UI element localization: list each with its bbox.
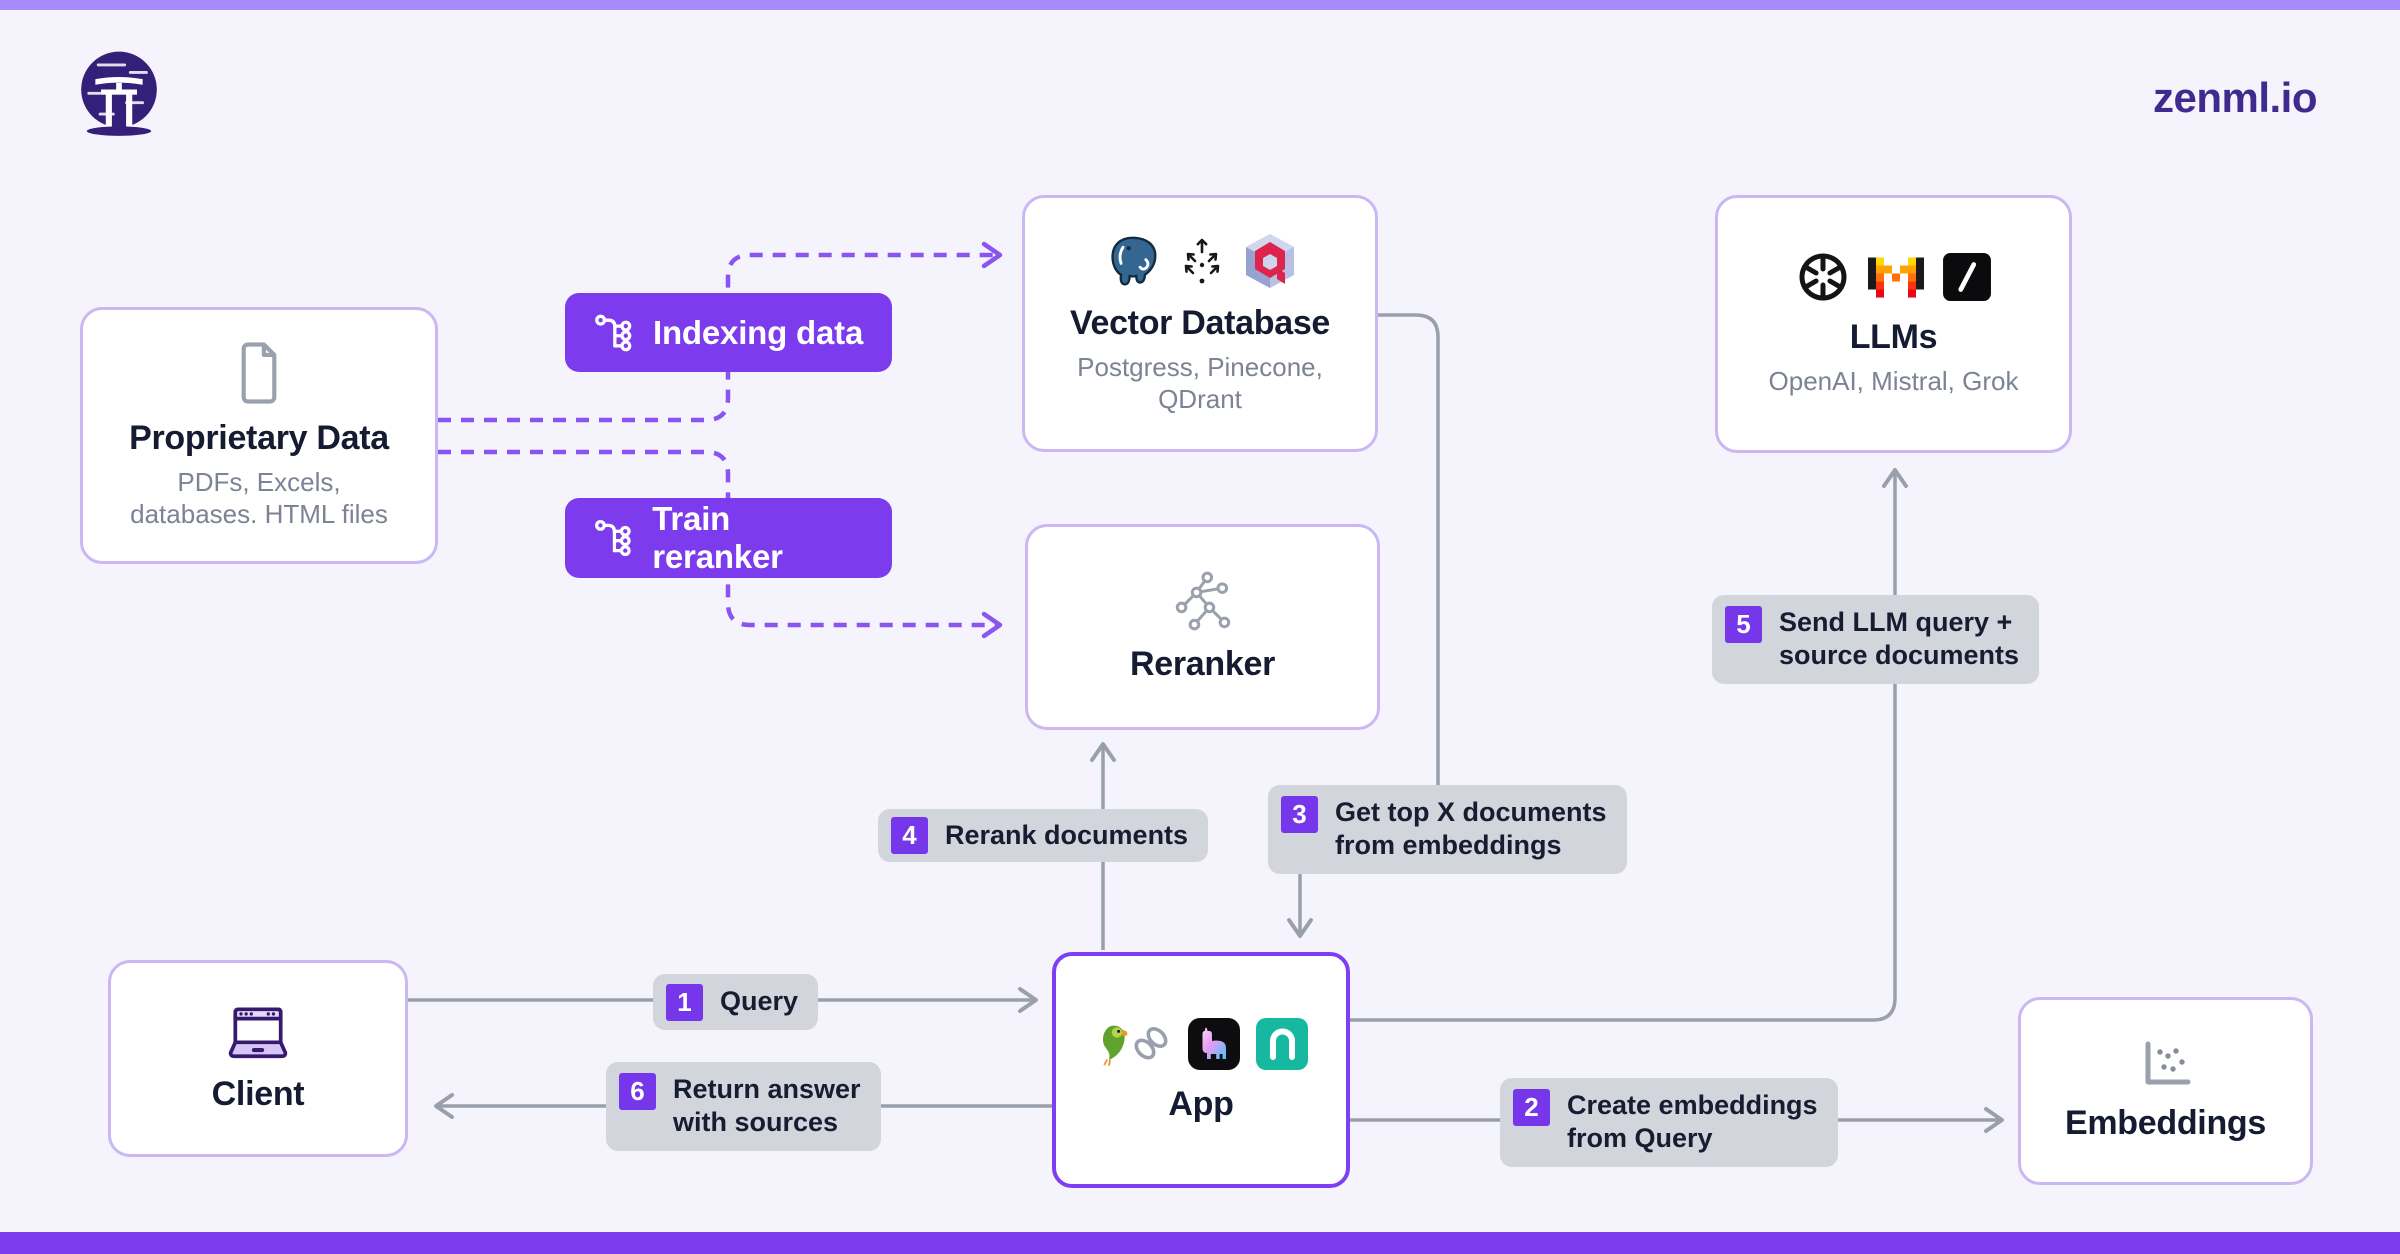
grok-icon — [1942, 253, 1991, 302]
proprietary-data-title: Proprietary Data — [129, 419, 389, 458]
step-text: Return answer with sources — [673, 1074, 861, 1138]
step-text: Send LLM query + source documents — [1779, 607, 2020, 671]
llms-subtitle: OpenAI, Mistral, Grok — [1768, 366, 2019, 397]
step-text: Query — [720, 986, 799, 1017]
pipeline-train-reranker-button[interactable]: Train reranker — [565, 498, 892, 578]
step-number-badge: 2 — [1513, 1089, 1550, 1126]
vector-database-subtitle: Postgress, Pinecone, QDrant — [1077, 352, 1323, 414]
app-title: App — [1168, 1084, 1234, 1123]
connector-indexing-dashed — [438, 241, 1003, 423]
app-card: App — [1052, 952, 1350, 1188]
step-text: Get top X documents from embeddings — [1335, 797, 1607, 861]
pipeline-indexing-button[interactable]: Indexing data — [565, 293, 892, 372]
graph-tree-icon — [1175, 571, 1230, 630]
llamaindex-icon — [1188, 1017, 1240, 1070]
embeddings-title: Embeddings — [2064, 1103, 2267, 1142]
step-number-badge: 3 — [1281, 796, 1318, 833]
scatter-plot-icon — [2145, 1041, 2190, 1084]
teal-a-icon — [1256, 1017, 1308, 1070]
reranker-title: Reranker — [1129, 644, 1276, 683]
vector-database-title: Vector Database — [1069, 304, 1331, 343]
qdrant-icon — [1245, 234, 1294, 289]
step-label-create-embeddings: 2 Create embeddings from Query — [1500, 1078, 1838, 1167]
bottom-accent-bar — [0, 1232, 2400, 1254]
step-label-rerank-documents: 4 Rerank documents — [878, 809, 1209, 862]
proprietary-data-subtitle: PDFs, Excels, databases. HTML files — [130, 467, 388, 529]
pipeline-icon — [595, 519, 631, 557]
pipeline-train-reranker-label: Train reranker — [652, 500, 783, 575]
embeddings-card: Embeddings — [2018, 997, 2313, 1185]
laptop-icon — [228, 1007, 288, 1059]
step-number-badge: 5 — [1725, 606, 1762, 643]
mistral-icon — [1867, 257, 1924, 298]
step-number-badge: 1 — [666, 983, 703, 1021]
zenml-torii-logo — [81, 51, 157, 136]
openai-icon — [1799, 253, 1846, 301]
llms-title: LLMs — [1849, 318, 1938, 357]
step-number-badge: 4 — [891, 817, 928, 854]
brand-site-link[interactable]: zenml.io — [2152, 74, 2318, 121]
pipeline-indexing-label: Indexing data — [653, 313, 864, 351]
connector-train-reranker-dashed — [438, 449, 1003, 639]
llms-card: LLMs OpenAI, Mistral, Grok — [1715, 195, 2072, 453]
client-title: Client — [211, 1075, 305, 1113]
vector-database-card: Vector Database Postgress, Pinecone, QDr… — [1022, 195, 1378, 452]
step-label-send-llm-query: 5 Send LLM query + source documents — [1712, 595, 2040, 684]
pinecone-icon — [1184, 239, 1219, 284]
vector-database-icons — [1104, 232, 1297, 290]
step-number-badge: 6 — [619, 1073, 656, 1110]
proprietary-data-card: Proprietary Data PDFs, Excels, databases… — [80, 307, 438, 564]
client-card: Client — [108, 960, 408, 1157]
llms-icons — [1796, 250, 1992, 304]
top-accent-bar — [0, 0, 2400, 10]
document-icon — [241, 342, 277, 404]
connector-send-llm-query — [1350, 468, 1908, 1022]
step-text: Rerank documents — [945, 819, 1189, 850]
reranker-card: Reranker — [1025, 524, 1380, 730]
step-label-return-answer: 6 Return answer with sources — [606, 1062, 881, 1151]
step-text: Create embeddings from Query — [1567, 1090, 1818, 1154]
postgresql-icon — [1110, 236, 1156, 286]
step-label-query: 1 Query — [653, 974, 819, 1030]
app-icons — [1093, 1017, 1309, 1071]
pipeline-icon — [595, 314, 632, 351]
langchain-parrot-link-icon — [1103, 1025, 1168, 1066]
step-label-get-top-documents: 3 Get top X documents from embeddings — [1268, 785, 1627, 874]
